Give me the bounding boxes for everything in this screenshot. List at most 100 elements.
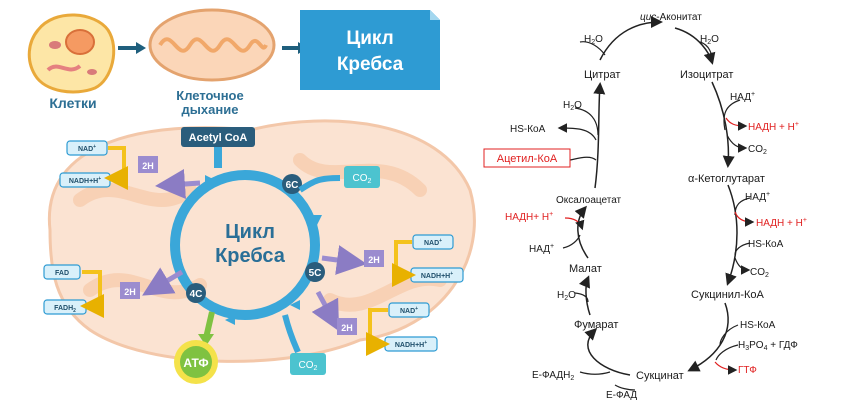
label-succinyl-koa: Сукцинил-КоА xyxy=(691,289,765,301)
nad-group-right: NAD+ NADH+H+ xyxy=(392,234,464,287)
curve-nadh-1 xyxy=(725,117,748,131)
co2-arrow-bottom xyxy=(282,314,301,354)
svg-text:NADH+H+: NADH+H+ xyxy=(421,271,453,280)
cycle-title-line1: Цикл xyxy=(225,221,275,243)
label-nadh-2: НАДН + Н+ xyxy=(756,217,807,229)
label-gtp: ГТФ xyxy=(738,365,757,376)
curve-nadh-2 xyxy=(734,211,755,227)
arrow-isocitrate-to-keto xyxy=(711,81,735,168)
label-fumarate: Фумарат xyxy=(574,319,618,331)
curve-hs-koa-out xyxy=(557,123,597,141)
krebs-card-line1: Цикл xyxy=(346,28,393,49)
respiration-label-line1: Клеточное xyxy=(176,88,243,103)
left-panel: Клетки Клеточное дыхание Цикл Кребса Ace… xyxy=(27,8,476,384)
curve-fad xyxy=(614,384,636,391)
two-h-label-4: 2H xyxy=(341,323,353,333)
arrow-cells-head xyxy=(136,42,146,54)
svg-text:NADH+H+: NADH+H+ xyxy=(69,176,101,185)
nad-group-top-left: NAD+ NADH+H+ xyxy=(59,140,128,190)
label-h2o-3: H2O xyxy=(563,100,582,112)
curve-h2o-top-right xyxy=(699,41,713,61)
node-6c xyxy=(282,174,302,194)
svg-text:NAD+: NAD+ xyxy=(424,238,442,247)
atp-arrow-head xyxy=(198,334,214,346)
label-h2o-1: H2O xyxy=(584,34,603,46)
curve-co2-2 xyxy=(734,257,751,275)
label-nad-1: НАД+ xyxy=(730,91,755,103)
curve-h3po4 xyxy=(715,344,739,361)
svg-text:FADH2: FADH2 xyxy=(54,305,76,314)
krebs-card-line2: Кребса xyxy=(337,54,404,75)
label-oxaloacetate: Оксалоацетат xyxy=(556,195,622,206)
atp-label: АТФ xyxy=(183,356,208,370)
label-malate: Малат xyxy=(569,263,602,275)
curve-fadh2 xyxy=(579,371,611,375)
arrow-succinate-to-fumarate xyxy=(584,327,631,376)
arrow-succinyl-to-succinate xyxy=(687,302,729,372)
two-h-label-2: 2H xyxy=(368,255,380,265)
label-co2-2: CO2 xyxy=(750,267,769,279)
right-panel: цис-Аконитат H2O H2O Цитрат Изоцитрат H2… xyxy=(483,12,807,401)
label-citrate: Цитрат xyxy=(584,69,620,81)
two-h-label-1: 2H xyxy=(142,161,154,171)
arrow-oxalo-to-citrate xyxy=(593,82,606,189)
two-h-top-left: 2H xyxy=(138,156,201,199)
svg-text:NADH+H+: NADH+H+ xyxy=(395,340,427,349)
krebs-title-card: Цикл Кребса xyxy=(300,10,440,90)
cycle-chevrons xyxy=(172,172,322,325)
node-5c xyxy=(305,262,325,282)
label-cis-aconitate: цис-Аконитат xyxy=(640,12,702,23)
curve-h2o-citrate xyxy=(574,107,599,136)
krebs-cycle-ring xyxy=(170,170,320,320)
label-acetyl-koa: Ацетил-КоА xyxy=(497,153,558,165)
svg-text:NAD+: NAD+ xyxy=(400,306,418,315)
co2-box-top xyxy=(344,166,380,188)
label-nad-left: НАД+ xyxy=(529,243,554,255)
label-ketoglutarate: α-Кетоглутарат xyxy=(688,173,765,185)
curve-co2-1 xyxy=(726,134,748,153)
label-isocitrate: Изоцитрат xyxy=(680,69,733,81)
label-e-fadh2: Е-ФАДН2 xyxy=(532,370,574,382)
two-h-bottom-right: 2H xyxy=(311,290,357,335)
curve-h2o-top-left xyxy=(579,41,606,56)
curve-nadh-left xyxy=(564,217,585,231)
svg-text:NAD+: NAD+ xyxy=(78,144,96,153)
label-nadh-1: НАДН + Н+ xyxy=(748,121,799,133)
two-h-right: 2H xyxy=(321,245,384,275)
co2-label-bottom: CO2 xyxy=(299,360,318,372)
atp-arrow xyxy=(203,311,215,339)
label-h3po4: H3PO4 + ГДФ xyxy=(738,340,798,352)
label-h2o-2: H2O xyxy=(700,34,719,46)
label-hs-koa-2: HS-КоА xyxy=(748,239,784,250)
label-nad-2: НАД+ xyxy=(745,191,770,203)
label-hs-koa-1: HS-КоА xyxy=(510,124,546,135)
co2-box-bottom xyxy=(290,353,326,375)
two-h-label-3: 2H xyxy=(124,287,136,297)
co2-label-top: CO2 xyxy=(353,173,372,185)
label-e-fad: Е-ФАД xyxy=(606,390,637,401)
fad-label: FAD xyxy=(55,270,69,277)
acetyl-coa-box xyxy=(181,127,255,147)
nad-group-bottom-right: NAD+ NADH+H+ xyxy=(366,302,438,356)
acetyl-coa-label: Acetyl CoA xyxy=(189,132,248,144)
label-nadh-left: НАДН+ Н+ xyxy=(505,211,553,223)
co2-arrow-top xyxy=(298,175,341,193)
cells-label: Клетки xyxy=(49,95,96,111)
mitochondrion-icon xyxy=(148,8,276,82)
arrow-fumarate-to-malate xyxy=(578,275,591,316)
node-4c xyxy=(186,283,206,303)
cycle-title-line2: Кребса xyxy=(215,245,286,267)
curve-nad-1 xyxy=(723,99,741,131)
cell-icon xyxy=(27,13,116,94)
curve-hs-koa-2 xyxy=(734,242,751,256)
label-hs-koa-3: HS-КоА xyxy=(740,320,776,331)
respiration-label-line2: дыхание xyxy=(182,102,239,117)
curve-hs-koa-3 xyxy=(719,324,739,346)
arrow-cis-to-isocitrate xyxy=(674,27,716,65)
label-co2-1: CO2 xyxy=(748,144,767,156)
node-5c-label: 5C xyxy=(309,268,322,279)
curve-gtp xyxy=(714,361,738,375)
arrow-citrate-to-cis xyxy=(599,16,663,61)
arrow-keto-to-succinyl xyxy=(725,184,738,286)
